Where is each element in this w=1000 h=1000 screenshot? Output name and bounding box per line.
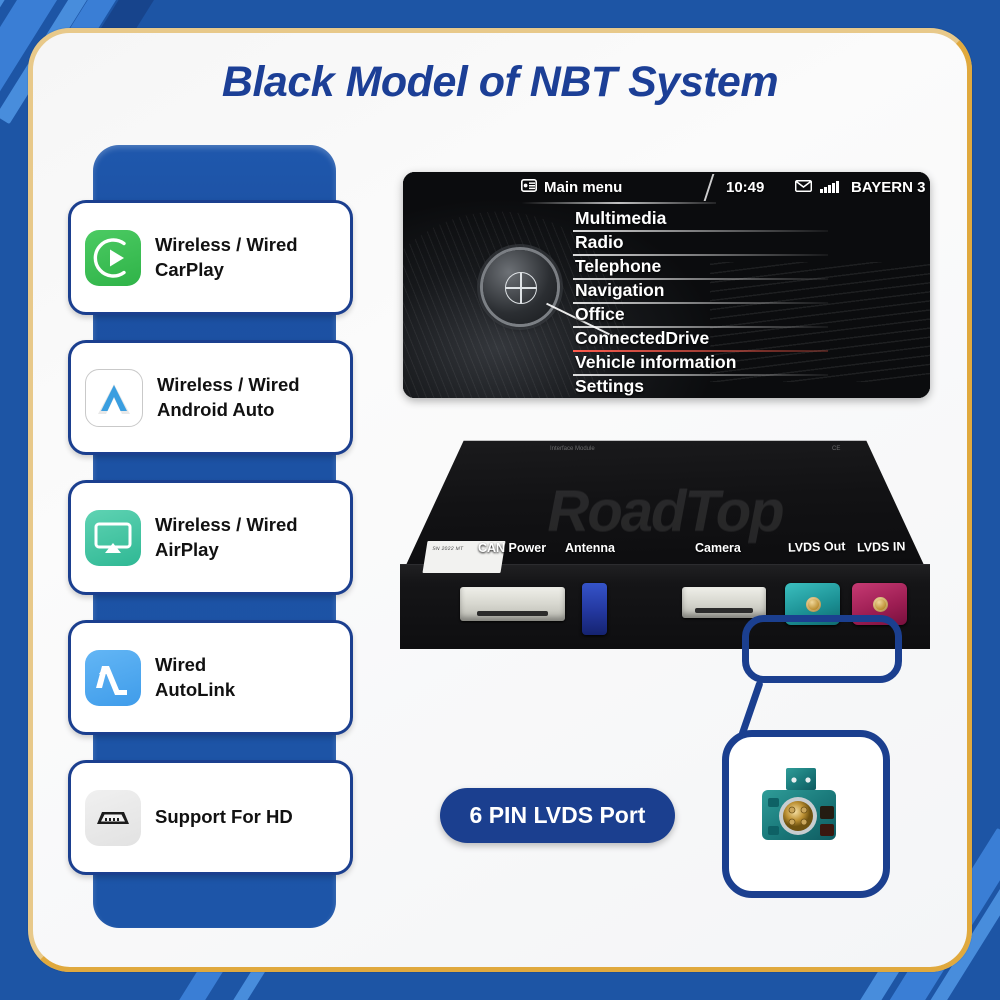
feature-line-2: AirPlay — [155, 538, 219, 560]
menu-item[interactable]: Navigation — [573, 280, 913, 304]
feature-line-1: Support For HD — [155, 806, 293, 828]
feature-label: Wired AutoLink — [155, 653, 235, 702]
android-auto-icon — [85, 368, 143, 427]
envelope-icon — [794, 179, 813, 196]
feature-line-2: Android Auto — [157, 398, 275, 420]
module-micro-text-left: Interface Module — [550, 446, 595, 452]
feature-label: Wireless / Wired CarPlay — [155, 233, 298, 282]
lvds-connector-closeup — [722, 730, 890, 898]
feature-card-airplay[interactable]: Wireless / Wired AirPlay — [68, 480, 353, 595]
feature-line-1: Wired — [155, 654, 207, 676]
menu-item[interactable]: Vehicle information — [573, 352, 913, 376]
list-card-icon — [521, 178, 537, 196]
screen-status-bar: Main menu 10:49 BAYERN 3 — [403, 172, 930, 202]
autolink-icon — [85, 649, 141, 706]
port-label-can-power: CAN Power — [478, 541, 547, 555]
main-menu-list: Multimedia Radio Telephone Navigation Of… — [573, 208, 913, 398]
feature-label: Wireless / Wired AirPlay — [155, 513, 298, 562]
lvds-in-connector — [852, 583, 907, 625]
feature-line-2: AutoLink — [155, 678, 236, 700]
feature-list: Wireless / Wired CarPlay Wireless / Wire… — [68, 200, 353, 900]
port-label-antenna: Antenna — [565, 541, 615, 555]
port-label-lvds-out: LVDS Out — [787, 539, 846, 555]
interface-module-photo: Interface Module CE RoadTop SN 2022 MT C… — [400, 438, 930, 678]
feature-label: Wireless / Wired Android Auto — [157, 373, 300, 422]
idrive-knob-graphic — [483, 250, 557, 324]
port-label-camera: Camera — [695, 541, 741, 555]
feature-card-hd[interactable]: Support For HD — [68, 760, 353, 875]
module-front-face: SN 2022 MT CAN Power Antenna Camera LVDS… — [400, 539, 930, 649]
screen-wallpaper-rays — [710, 262, 930, 382]
menu-item[interactable]: Multimedia — [573, 208, 913, 232]
module-micro-text-right: CE — [832, 446, 841, 452]
serial-sticker-text: SN 2022 MT — [431, 546, 464, 552]
feature-card-carplay[interactable]: Wireless / Wired CarPlay — [68, 200, 353, 315]
antenna-connector — [582, 583, 607, 635]
camera-connector — [682, 587, 766, 618]
feature-card-autolink[interactable]: Wired AutoLink — [68, 620, 353, 735]
feature-line-1: Wireless / Wired — [157, 374, 300, 396]
airplay-icon — [85, 509, 141, 566]
lvds-connector-graphic — [754, 762, 858, 866]
lvds-out-pin — [805, 597, 821, 612]
status-clock: 10:49 — [726, 178, 765, 196]
lvds-port-badge: 6 PIN LVDS Port — [440, 788, 675, 843]
page-title: Black Model of NBT System — [221, 58, 779, 106]
menu-item[interactable]: Settings — [573, 376, 913, 398]
feature-line-2: CarPlay — [155, 258, 224, 280]
feature-label: Support For HD — [155, 805, 293, 829]
port-label-lvds-in: LVDS IN — [856, 539, 906, 555]
status-menu-label: Main menu — [544, 178, 623, 196]
brand-emboss: RoadTop — [547, 478, 784, 544]
can-power-connector — [460, 587, 565, 621]
feature-line-1: Wireless / Wired — [155, 514, 298, 536]
feature-card-android-auto[interactable]: Wireless / Wired Android Auto — [68, 340, 353, 455]
status-bar-underline — [521, 202, 716, 204]
lvds-out-connector — [785, 583, 840, 625]
head-unit-screen: Main menu 10:49 BAYERN 3 Multimedia Radi… — [403, 172, 930, 398]
signal-bars-icon — [820, 181, 839, 193]
menu-item-selected[interactable]: ConnectedDrive — [573, 328, 913, 352]
menu-item[interactable]: Office — [573, 304, 913, 328]
hdmi-icon — [85, 789, 141, 846]
lvds-in-pin — [872, 597, 888, 612]
menu-item[interactable]: Telephone — [573, 256, 913, 280]
menu-item[interactable]: Radio — [573, 232, 913, 256]
feature-line-1: Wireless / Wired — [155, 234, 298, 256]
carplay-icon — [85, 229, 141, 286]
status-radio-station: BAYERN 3 — [851, 178, 926, 196]
globe-icon — [505, 272, 537, 304]
